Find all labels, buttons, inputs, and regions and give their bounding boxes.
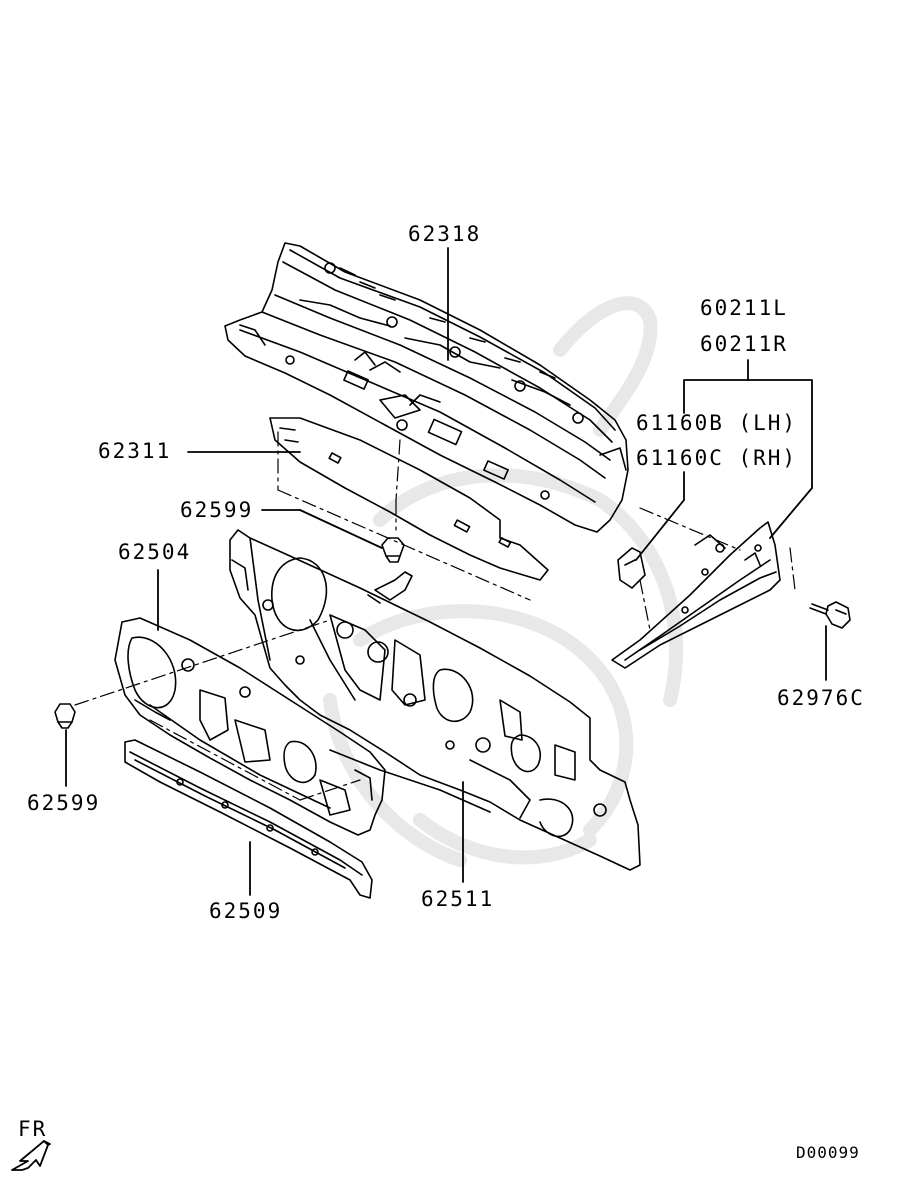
diagram-id: D00099	[796, 1143, 860, 1162]
label-clip-left: 62599	[27, 791, 101, 815]
label-cowl-top-panel: 62318	[408, 222, 482, 246]
bracket-small-drawing	[617, 547, 646, 589]
label-dash-panel: 62511	[421, 887, 495, 911]
cowl-sub-panel-drawing	[269, 417, 549, 581]
cowl-top-panel-drawing	[224, 242, 629, 533]
label-reinforcement: 62509	[209, 899, 283, 923]
label-insulator: 62504	[118, 540, 192, 564]
label-bracket-lh: 61160B (LH)	[636, 411, 798, 435]
line-art	[11, 242, 851, 1171]
label-screw: 62976C	[777, 686, 865, 710]
label-side-bracket-l: 60211L	[700, 296, 788, 320]
front-arrow-icon	[11, 1140, 51, 1171]
label-side-bracket-r: 60211R	[700, 332, 788, 356]
side-bracket-drawing	[611, 521, 781, 669]
screw-drawing	[809, 601, 851, 629]
reinforcement-drawing	[124, 739, 373, 899]
front-direction-label: FR	[18, 1117, 48, 1141]
leader-lines	[65, 247, 827, 896]
label-clip-upper: 62599	[180, 498, 254, 522]
dash-panel-drawing	[229, 529, 641, 871]
clip-upper-drawing	[381, 537, 405, 563]
clip-left-drawing	[54, 703, 76, 729]
label-bracket-rh: 61160C (RH)	[636, 446, 798, 470]
insulator-drawing	[114, 617, 386, 836]
label-cowl-sub-panel: 62311	[98, 439, 172, 463]
